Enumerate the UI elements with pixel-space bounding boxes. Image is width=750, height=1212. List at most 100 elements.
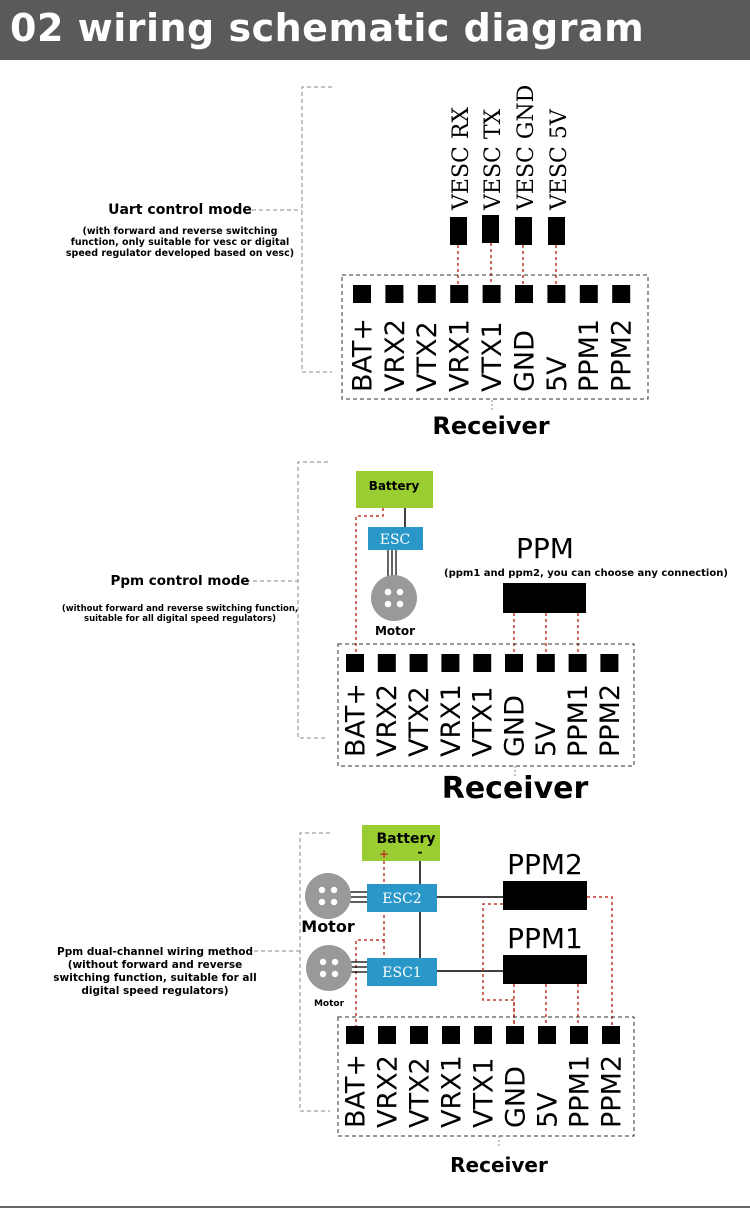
receiver-1-label: Receiver xyxy=(432,412,549,440)
esc2-label: ESC2 xyxy=(382,891,421,907)
pin-label: 5V xyxy=(532,1092,563,1128)
vesc-rx-block xyxy=(450,217,467,245)
ppm-connector-note: (ppm1 and ppm2, you can choose any conne… xyxy=(444,568,728,579)
pin-pad xyxy=(409,654,428,672)
motor-icon xyxy=(371,575,417,621)
pin-pad xyxy=(536,654,555,672)
ppm-connector-title: PPM xyxy=(516,532,574,565)
motor-bottom-dot-2 xyxy=(331,958,339,966)
vesc-tx-block xyxy=(482,215,499,243)
esc-label: ESC xyxy=(380,532,411,548)
pin-pad xyxy=(417,285,436,303)
pin-label: VTX2 xyxy=(404,686,435,757)
esc2-box xyxy=(367,884,437,912)
pin-pad xyxy=(505,654,523,672)
ppm1-block xyxy=(503,955,587,984)
pin-label: BAT+ xyxy=(340,1054,371,1128)
ppm-desc-line-2: suitable for all digital speed regulator… xyxy=(84,614,276,624)
pin-label: 5V xyxy=(531,721,562,757)
motor-icon-dot-2 xyxy=(396,588,404,596)
pin-label: PPM1 xyxy=(564,1055,595,1128)
pin-pad xyxy=(346,1026,364,1044)
motor-bottom-dot-1 xyxy=(319,958,327,966)
motor-label: Motor xyxy=(375,624,415,638)
battery-box xyxy=(356,471,433,508)
pin-label: BAT+ xyxy=(340,683,371,757)
uart-title: Uart control mode xyxy=(108,202,252,218)
motor-top-dot-2 xyxy=(330,886,338,894)
pin-pad xyxy=(346,654,364,672)
pin-label: VRX1 xyxy=(436,1055,467,1128)
pin-pad xyxy=(506,1026,524,1044)
pin-label: 5V xyxy=(542,356,573,392)
pin-label: VTX1 xyxy=(477,321,508,392)
esc1-box xyxy=(367,958,437,986)
pin-label: GND xyxy=(509,330,540,392)
receiver-outline xyxy=(337,643,635,767)
pin-pad xyxy=(600,654,619,672)
page-title: 02 wiring schematic diagram xyxy=(10,6,645,50)
pin-pad xyxy=(568,654,587,672)
pin-pad xyxy=(377,654,396,672)
pin-pad xyxy=(385,285,404,303)
pin-pad xyxy=(602,1026,620,1044)
pin-pad xyxy=(442,1026,460,1044)
pin-pad xyxy=(410,1026,428,1044)
pin-label: VTX1 xyxy=(468,686,499,757)
pin-label: PPM1 xyxy=(563,684,594,757)
uart-desc-line-1: (with forward and reverse switching xyxy=(83,226,278,237)
motor-bottom-dot-4 xyxy=(331,970,339,978)
ppm2-signal-wire xyxy=(587,896,613,1027)
pin-label: VTX2 xyxy=(412,321,443,392)
motor-bottom-dot-3 xyxy=(319,970,327,978)
motor-bottom-icon xyxy=(306,945,352,991)
pin-label: PPM1 xyxy=(574,319,605,392)
pin-pad xyxy=(450,285,469,303)
pin-pad xyxy=(474,1026,492,1044)
dual-battery-box xyxy=(362,825,440,861)
receiver-3-label: Receiver xyxy=(450,1153,548,1177)
vesc-gnd-label: VESC GND xyxy=(514,85,539,211)
pin-label: VRX2 xyxy=(372,684,403,757)
ppm-bracket xyxy=(297,461,328,739)
motor-top-icon xyxy=(305,873,351,919)
uart-bracket xyxy=(301,86,332,373)
pin-label: VRX1 xyxy=(445,319,476,392)
dual-title-line-2: (without forward and reverse xyxy=(68,959,243,971)
battery-plus-sign: + xyxy=(379,847,389,861)
receiver-outline xyxy=(341,274,649,400)
motor-top-dot-1 xyxy=(318,886,326,894)
pin-pad xyxy=(441,654,460,672)
dual-section: Ppm dual-channel wiring method (without … xyxy=(53,825,635,1177)
dual-title-line-4: digital speed regulators) xyxy=(81,985,228,997)
ppm2-title: PPM2 xyxy=(507,848,583,881)
pin-label: PPM2 xyxy=(607,319,638,392)
motor-icon-dot-4 xyxy=(396,600,404,608)
pin-label: PPM2 xyxy=(596,1055,627,1128)
vesc-tx-label: VESC TX xyxy=(481,108,506,211)
motor-icon-dot-3 xyxy=(384,600,392,608)
dual-battery-label: Battery xyxy=(376,831,435,847)
uart-section: Uart control mode (with forward and reve… xyxy=(66,85,649,440)
esc1-label: ESC1 xyxy=(382,965,421,981)
pin-label: GND xyxy=(500,1066,531,1128)
pin-pad xyxy=(570,1026,588,1044)
pin-label: BAT+ xyxy=(347,318,378,392)
pin-label: VRX2 xyxy=(372,1055,403,1128)
ppm-connector-block xyxy=(503,583,586,613)
battery-minus-sign: - xyxy=(418,845,423,859)
vesc-5v-label: VESC 5V xyxy=(547,108,572,211)
pin-pad xyxy=(378,1026,396,1044)
vesc-5v-block xyxy=(548,217,565,245)
vesc-gnd-block xyxy=(515,217,532,245)
header-bar: 02 wiring schematic diagram xyxy=(0,0,750,60)
pin-pad xyxy=(353,285,371,303)
ppm-section: Ppm control mode (without forward and re… xyxy=(62,461,728,806)
esc-box xyxy=(368,527,423,550)
pin-label: PPM2 xyxy=(595,684,626,757)
motor-bottom-label: Motor xyxy=(314,999,345,1009)
pin-label: VRX2 xyxy=(380,319,411,392)
